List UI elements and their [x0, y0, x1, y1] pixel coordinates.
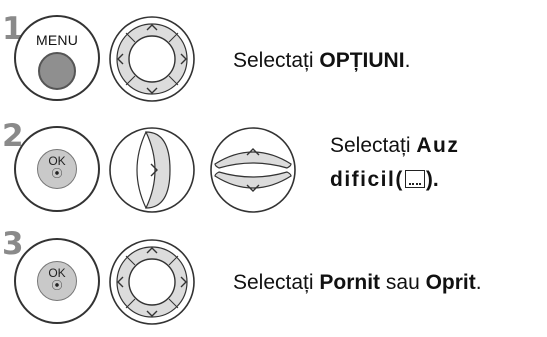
up-arrow-icon [246, 148, 260, 156]
right-arrow-icon[interactable] [180, 276, 187, 288]
menu-button-face [38, 52, 76, 90]
step-1-instruction: Selectați OPȚIUNI. [233, 47, 410, 75]
ok-button-face: OK ⦿ [37, 261, 77, 301]
ok-button-label: OK [48, 266, 66, 280]
option-on: Pornit [319, 271, 381, 294]
instruction-suffix: . [475, 271, 482, 294]
down-arrow-icon[interactable] [146, 87, 158, 94]
step-number: 2 [2, 118, 24, 154]
instruction-connector: sau [380, 271, 426, 294]
step-3: 3 OK ⦿ Selectați Pornit sau Oprit. [0, 225, 547, 337]
down-arrow-icon[interactable] [146, 310, 158, 317]
step-2: 2 OK ⦿ Selectați Auz dificil(). [0, 115, 547, 225]
menu-button-label: MENU [35, 32, 79, 48]
four-way-navigation-pad[interactable] [108, 238, 196, 326]
option-off: Oprit [425, 271, 476, 294]
step-number: 3 [2, 226, 24, 262]
right-arrow-button[interactable] [108, 126, 196, 214]
ok-select-icon: ⦿ [51, 280, 63, 292]
step-1: 1 MENU Selectați OPȚIUNI. [0, 0, 547, 115]
left-arrow-icon[interactable] [117, 276, 124, 288]
instruction-prefix: Selectați [233, 271, 320, 294]
left-arrow-icon[interactable] [117, 53, 124, 65]
step-3-instruction: Selectați Pornit sau Oprit. [233, 269, 482, 297]
ok-select-icon: ⦿ [51, 168, 63, 180]
up-down-arrow-buttons[interactable] [209, 126, 297, 214]
right-arrow-icon[interactable] [180, 53, 187, 65]
ok-button[interactable]: OK ⦿ [14, 126, 100, 212]
ok-button-face: OK ⦿ [37, 149, 77, 189]
instruction-suffix: ). [425, 167, 439, 191]
ok-button[interactable]: OK ⦿ [14, 238, 100, 324]
instruction-prefix: Selectați [233, 49, 320, 72]
instruction-suffix: . [404, 49, 411, 72]
closed-caption-icon [404, 169, 425, 188]
menu-option-name: OPȚIUNI [319, 49, 405, 72]
menu-option-name: Auz [416, 134, 460, 157]
menu-option-name-cont: dificil( [330, 167, 404, 191]
right-arrow-icon [150, 163, 158, 177]
up-arrow-icon[interactable] [146, 24, 158, 31]
instruction-prefix: Selectați [330, 134, 417, 157]
menu-button[interactable]: MENU [14, 15, 100, 101]
four-way-navigation-pad[interactable] [108, 15, 196, 103]
down-arrow-icon [246, 184, 260, 192]
ok-button-label: OK [48, 154, 66, 168]
up-arrow-icon[interactable] [146, 247, 158, 254]
step-2-instruction: Selectați Auz dificil(). [330, 132, 459, 193]
